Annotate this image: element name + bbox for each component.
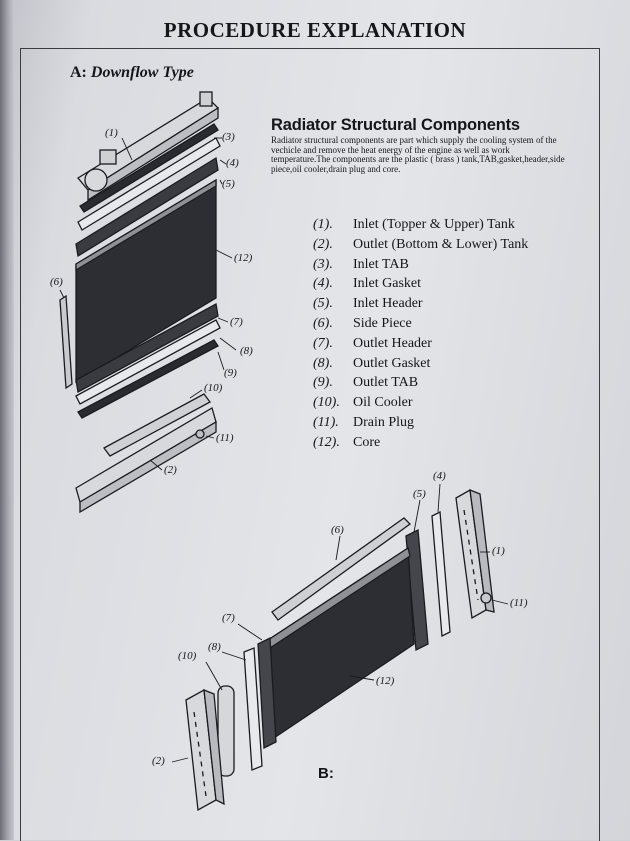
callout-b-1: (1) [492,545,505,557]
outlet-tab-drawing [77,339,219,419]
core-drawing [75,178,217,384]
callout-a-2: (2) [164,464,177,476]
list-item-number: (4). [313,276,333,292]
list-item-number: (8). [313,355,333,371]
inlet-tank-drawing [77,91,220,202]
inlet-header-drawing [75,156,219,258]
list-item-number: (3). [313,256,333,272]
callout-b-2: (2) [152,755,165,767]
inlet-gasket-drawing [77,137,221,231]
list-item: (5). Inlet Header [313,294,528,314]
outlet-gasket-drawing [75,319,221,405]
components-heading: Radiator Structural Components [271,116,520,134]
list-item: (4). Inlet Gasket [313,274,528,294]
list-item-number: (10). [313,395,340,411]
page-title: PROCEDURE EXPLANATION [163,18,467,42]
list-item: (6). Side Piece [313,314,528,334]
list-item-label: Outlet Gasket [353,355,431,371]
callout-b-4: (4) [433,470,446,482]
section-a-prefix: A: [70,64,87,81]
outlet-gasket-b-drawing [243,647,263,771]
components-list: (1). Inlet (Topper & Upper) Tank (2). Outl… [313,215,528,453]
callout-a-12: (12) [234,252,253,264]
list-item: (2). Outlet (Bottom & Lower) Tank [313,235,528,255]
side-piece-b-drawing [271,517,411,621]
list-item-number: (5). [313,296,333,312]
list-item: (3). Inlet TAB [313,255,528,275]
section-a-label: Downflow Type [90,64,194,81]
list-item-label: Core [353,434,381,450]
diagram-a-leader-lines [59,137,237,471]
list-item-label: Outlet Header [353,335,432,351]
callout-a-6: (6) [50,276,63,288]
list-item-number: (11). [313,414,339,430]
outlet-tank-drawing [75,407,217,514]
list-item-number: (1). [313,217,333,232]
page-border-frame [20,48,600,841]
callout-b-6: (6) [331,524,344,536]
list-item-number: (6). [313,315,333,331]
callout-b-8: (8) [208,641,221,653]
list-item-label: Inlet Header [353,296,423,312]
right-tank-drawing [455,488,495,620]
list-item: (12). Core [313,433,528,453]
core-b-drawing [267,546,415,740]
list-item: (1). Inlet (Topper & Upper) Tank [313,215,528,235]
section-b-label: B: [318,765,334,782]
list-item-label: Inlet Gasket [353,276,422,292]
left-tank-drawing [185,688,225,812]
outlet-header-drawing [75,302,219,394]
inlet-tab-drawing [79,123,219,213]
list-item-label: Outlet (Bottom & Lower) Tank [353,236,529,252]
list-item-label: Inlet (Topper & Upper) Tank [353,217,515,232]
callout-a-1: (1) [105,127,118,139]
list-item: (11). Drain Plug [313,413,528,433]
callout-a-5: (5) [222,178,235,190]
callout-b-7: (7) [222,612,235,624]
callout-a-11: (11) [216,432,234,444]
page-binding-shadow [0,0,14,840]
section-a-heading: A: Downflow Type [70,64,194,82]
list-item: (8). Outlet Gasket [313,354,528,374]
callout-a-8: (8) [240,345,253,357]
list-item-label: Outlet TAB [353,375,419,391]
diagram-b-leader-lines [171,483,509,763]
list-item: (7). Outlet Header [313,334,528,354]
list-item-label: Side Piece [353,315,412,331]
list-item-label: Inlet TAB [353,256,409,272]
oil-cooler-drawing [103,393,211,457]
list-item: (10). Oil Cooler [313,393,528,413]
list-item: (9). Outlet TAB [313,373,528,393]
list-item-label: Drain Plug [353,414,415,430]
list-item-number: (12). [313,434,340,450]
callout-a-4: (4) [226,157,239,169]
callout-a-9: (9) [224,367,237,379]
outlet-header-b-drawing [257,636,277,750]
callout-b-5: (5) [413,488,426,500]
list-item-number: (7). [313,335,333,351]
list-item-number: (2). [313,236,333,252]
callout-b-12: (12) [376,675,395,687]
callout-a-7: (7) [230,316,243,328]
callout-a-10: (10) [204,382,223,394]
inlet-gasket-b-drawing [431,510,451,638]
callout-b-10: (10) [178,650,197,662]
components-description: Radiator structural components are part … [271,135,565,174]
callout-b-11: (11) [510,597,528,609]
list-item-number: (9). [313,375,333,391]
callout-a-3: (3) [222,131,235,143]
list-item-label: Oil Cooler [353,395,413,411]
